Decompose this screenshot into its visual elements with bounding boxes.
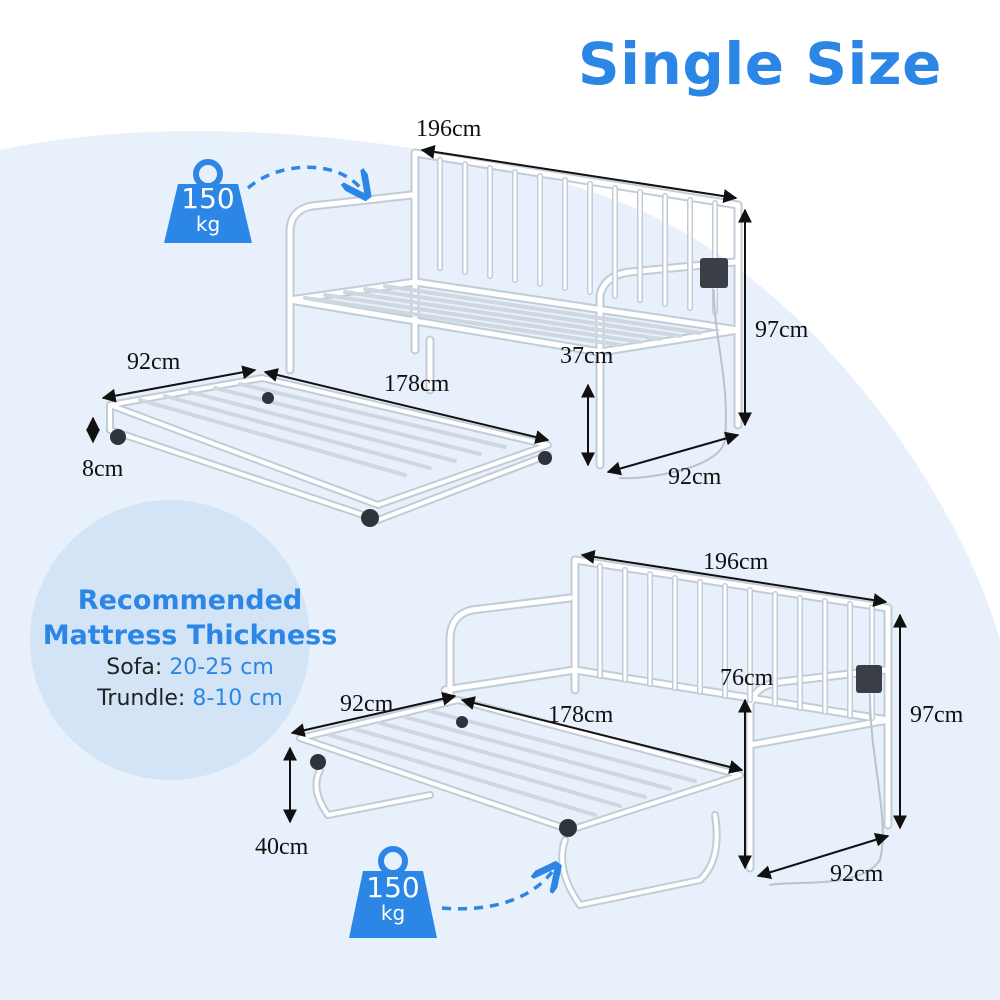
top-depth-label: 92cm [668, 464, 722, 490]
page-title: Single Size [577, 30, 942, 98]
top-trundle [106, 374, 552, 527]
bottom-trundle-length-label: 178cm [548, 702, 614, 728]
bottom-length-label: 196cm [703, 549, 769, 575]
top-length-label: 196cm [416, 116, 482, 142]
top-trundle-height-label: 8cm [82, 456, 124, 482]
weight-badge-bottom: 150 kg [348, 846, 438, 936]
bottom-trundle-height-label: 40cm [255, 834, 309, 860]
top-daybed [285, 148, 743, 480]
bottom-height-label: 97cm [910, 702, 964, 728]
weight-icon [349, 846, 437, 938]
top-dimension-arrows [86, 144, 752, 476]
weight-value: 150 [366, 871, 420, 904]
bottom-dimension-arrows [283, 550, 907, 879]
trundle-value: 8-10 cm [192, 685, 283, 711]
weight-unit: kg [380, 901, 406, 925]
sofa-thickness: Sofa: 20-25 cm [20, 653, 360, 684]
sofa-value: 20-25 cm [169, 655, 274, 681]
top-trundle-length-label: 178cm [384, 371, 450, 397]
sofa-label: Sofa: [106, 655, 163, 681]
weight-unit: kg [195, 212, 221, 236]
mattress-heading-line2: Mattress Thickness [42, 620, 338, 652]
mattress-circle [30, 500, 310, 780]
top-seat-height-label: 37cm [560, 343, 614, 369]
dashed-arrow-icon [441, 872, 552, 911]
dashed-arrow-icon [246, 165, 362, 190]
mattress-heading-line1: Recommended [77, 585, 303, 616]
bottom-seat-height-label: 76cm [720, 665, 774, 691]
weight-badge-top: 150 kg [163, 157, 253, 247]
mattress-recommendation: Recommended Mattress Thickness Sofa: 20-… [20, 583, 360, 715]
top-height-label: 97cm [755, 317, 809, 343]
trundle-label: Trundle: [97, 685, 186, 711]
bottom-depth-label: 92cm [830, 861, 884, 887]
top-trundle-width-label: 92cm [127, 349, 181, 375]
weight-icon [164, 159, 252, 243]
weight-value: 150 [181, 182, 235, 215]
bottom-daybed [440, 555, 893, 886]
trundle-thickness: Trundle: 8-10 cm [20, 684, 360, 715]
bottom-trundle-width-label: 92cm [340, 691, 394, 717]
